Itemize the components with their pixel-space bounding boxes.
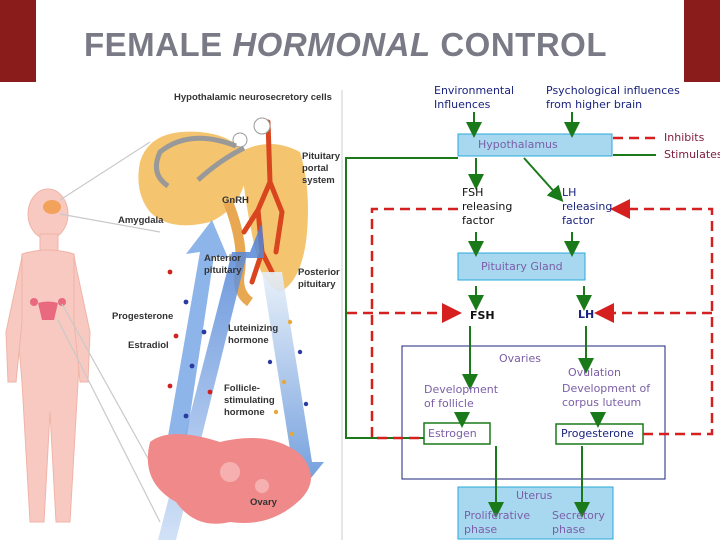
- corpus-luteum-1: Development of: [562, 382, 651, 395]
- pituitary-box: [457, 252, 586, 281]
- proliferative-1: Proliferative: [464, 509, 531, 522]
- lh-rf-2: releasing: [562, 200, 613, 213]
- title-part-1: FEMALE: [84, 26, 223, 63]
- body-silhouette: [5, 188, 91, 523]
- anatomy-drawing: [5, 117, 324, 540]
- title-part-3: CONTROL: [440, 26, 607, 63]
- env-label-1: Environmental: [434, 84, 515, 97]
- hypothalamus-label: Hypothalamus: [478, 138, 558, 151]
- title-part-2: HORMONAL: [232, 26, 431, 63]
- secretory-1: Secretory: [552, 509, 605, 522]
- portal-vessels: [241, 119, 285, 285]
- label-anterior-1: Anterior: [204, 253, 241, 264]
- pituitary-label: Pituitary Gland: [481, 260, 563, 273]
- label-portal-1: Pituitary: [302, 151, 341, 162]
- label-gnrh: GnRH: [222, 195, 249, 206]
- follicle-1: Development: [424, 383, 499, 396]
- label-fsh-2: stimulating: [224, 395, 275, 406]
- label-fsh-3: hormone: [224, 407, 265, 418]
- hypothalamus-box: [457, 133, 613, 157]
- fsh-label: FSH: [470, 309, 495, 322]
- label-estradiol: Estradiol: [128, 340, 169, 351]
- label-hypothalamic-cells: Hypothalamic neurosecretory cells: [174, 92, 332, 103]
- feedback-inhibit-left: [370, 207, 458, 440]
- label-anterior-2: pituitary: [204, 265, 242, 276]
- accent-bar-right: [684, 0, 720, 82]
- lh-rf-3: factor: [562, 214, 595, 227]
- lh-rf-1: LH: [562, 186, 577, 199]
- label-amygdala: Amygdala: [118, 215, 164, 226]
- label-ovary: Ovary: [250, 497, 277, 508]
- ovulation-label: Ovulation: [568, 366, 622, 379]
- slide-title: FEMALE HORMONAL CONTROL: [84, 26, 607, 64]
- neuron-fibers: [153, 135, 246, 189]
- label-lh-2: hormone: [228, 335, 269, 346]
- label-posterior-2: pituitary: [298, 279, 336, 290]
- uterus-label: Uterus: [516, 489, 553, 502]
- label-posterior-1: Posterior: [298, 267, 340, 278]
- ovaries-frame: [401, 345, 666, 480]
- lh-label: LH: [578, 308, 595, 321]
- psych-label-2: from higher brain: [546, 98, 643, 111]
- label-fsh-1: Follicle-: [224, 383, 260, 394]
- legend-inhibits: Inhibits: [664, 131, 705, 144]
- fsh-rf-2: releasing: [462, 200, 513, 213]
- label-portal-2: portal: [302, 163, 329, 174]
- fsh-rf-1: FSH: [462, 186, 484, 199]
- label-lh-1: Luteinizing: [228, 323, 279, 334]
- arrow-down-blue: [262, 272, 324, 494]
- arrow-up-main: [160, 220, 228, 482]
- env-label-2: Influences: [434, 98, 491, 111]
- label-portal-3: system: [302, 175, 335, 186]
- feedback-inhibit-right: [610, 199, 714, 436]
- psych-label-1: Psychological influences: [546, 84, 680, 97]
- hypothalamus-blob: [138, 131, 248, 226]
- proliferative-2: phase: [464, 523, 498, 536]
- estrogen-label: Estrogen: [428, 427, 477, 440]
- uterus-small: [30, 298, 66, 320]
- label-progesterone: Progesterone: [112, 311, 174, 322]
- accent-bar-left: [0, 0, 36, 82]
- corpus-luteum-2: corpus luteum: [562, 396, 642, 409]
- zoom-lines: [57, 141, 161, 523]
- brain-spot: [43, 200, 61, 214]
- ovaries-label: Ovaries: [499, 352, 541, 365]
- progesterone-label: Progesterone: [561, 427, 634, 440]
- arrow-hypo-to-lh-rf: [523, 157, 564, 202]
- secretory-2: phase: [552, 523, 586, 536]
- follicle-2: of follicle: [424, 397, 474, 410]
- fsh-rf-3: factor: [462, 214, 495, 227]
- anatomy-illustration: Hypothalamic neurosecretory cells Pituit…: [0, 82, 342, 540]
- legend-stimulates: Stimulates: [664, 148, 720, 161]
